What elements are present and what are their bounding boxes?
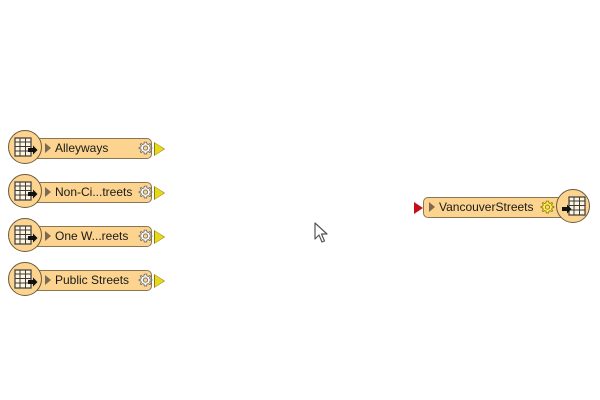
- feature-type-circle[interactable]: [8, 130, 42, 164]
- mouse-cursor-icon: [314, 222, 328, 243]
- reader-feature-type-non-city-streets[interactable]: Non-Ci...treets: [8, 174, 168, 212]
- feature-type-circle[interactable]: [8, 174, 42, 208]
- gear-icon[interactable]: [137, 184, 154, 201]
- feature-type-label: Alleyways: [55, 141, 109, 155]
- feature-type-circle[interactable]: [8, 262, 42, 296]
- feature-type-label: One W...reets: [55, 229, 129, 243]
- reader-feature-type-public-streets[interactable]: Public Streets: [8, 262, 168, 300]
- gear-icon[interactable]: [539, 199, 556, 216]
- input-port-icon[interactable]: [414, 202, 423, 214]
- writer-feature-type-vancouver-streets[interactable]: VancouverStreets: [414, 189, 592, 227]
- output-port-icon[interactable]: [155, 187, 164, 199]
- gear-icon[interactable]: [137, 228, 154, 245]
- gear-icon[interactable]: [137, 272, 154, 289]
- expand-triangle-icon[interactable]: [429, 202, 435, 212]
- expand-triangle-icon[interactable]: [45, 231, 51, 241]
- output-port-icon[interactable]: [155, 275, 164, 287]
- feature-type-label: VancouverStreets: [439, 200, 534, 214]
- output-port-icon[interactable]: [155, 143, 164, 155]
- reader-feature-type-one-way-streets[interactable]: One W...reets: [8, 218, 168, 256]
- feature-type-circle[interactable]: [556, 189, 590, 223]
- feature-type-label: Public Streets: [55, 273, 130, 287]
- feature-type-label: Non-Ci...treets: [55, 185, 133, 199]
- expand-triangle-icon[interactable]: [45, 187, 51, 197]
- table-grid-icon: [14, 137, 38, 157]
- reader-feature-type-alleyways[interactable]: Alleyways: [8, 130, 168, 168]
- table-grid-icon: [562, 196, 586, 216]
- table-grid-icon: [14, 181, 38, 201]
- output-port-icon[interactable]: [155, 231, 164, 243]
- table-grid-icon: [14, 269, 38, 289]
- expand-triangle-icon[interactable]: [45, 143, 51, 153]
- feature-type-circle[interactable]: [8, 218, 42, 252]
- gear-icon[interactable]: [137, 140, 154, 157]
- expand-triangle-icon[interactable]: [45, 275, 51, 285]
- table-grid-icon: [14, 225, 38, 245]
